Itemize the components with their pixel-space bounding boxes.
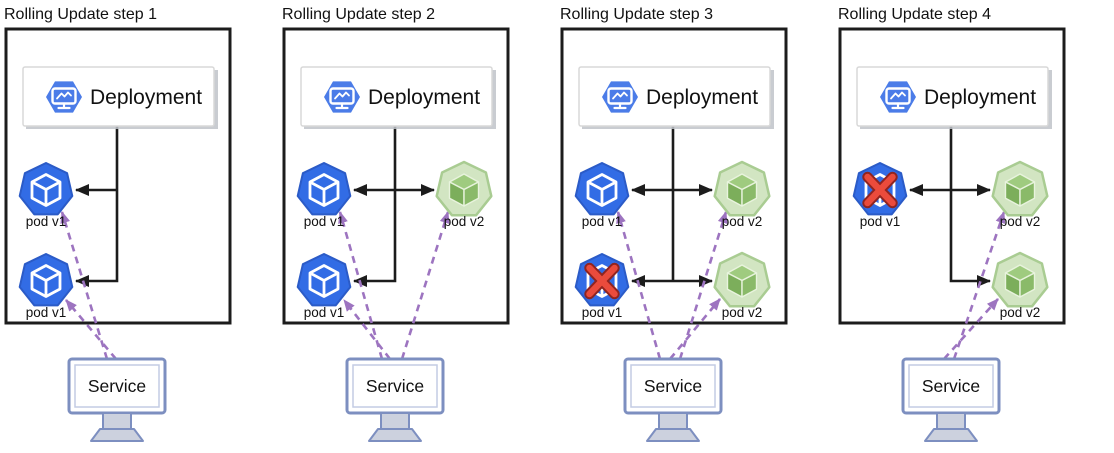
pod-label: pod v2 (722, 214, 763, 229)
service-node: Service (67, 357, 167, 442)
pod-label: pod v1 (582, 305, 623, 320)
pod-v2-icon (991, 160, 1049, 217)
deployment-label: Deployment (368, 86, 480, 109)
panel-step-3: Rolling Update step 3 Deployment pod v1 … (560, 6, 788, 442)
deployment-node: Deployment (22, 66, 218, 129)
service-label: Service (88, 376, 146, 396)
service-monitor-screen (908, 364, 994, 408)
service-to-pod-arrow (60, 211, 109, 360)
pod-v2-icon (713, 160, 771, 217)
pod-node: pod v1 (296, 252, 352, 320)
service-monitor-base (90, 428, 144, 442)
pod-node: pod v2 (991, 160, 1049, 229)
service-monitor-base (646, 428, 700, 442)
service-monitor-neck (658, 412, 688, 430)
panel-title: Rolling Update step 2 (282, 6, 435, 23)
service-label: Service (922, 376, 980, 396)
service-to-pod-arrow (338, 211, 384, 360)
service-to-pod-arrow (616, 211, 662, 360)
service-to-pod-arrow (400, 211, 450, 360)
pod-node: pod v1 (296, 161, 352, 229)
pod-label: pod v2 (1000, 305, 1041, 320)
pod-node-terminating: pod v1 (852, 161, 908, 229)
pod-label: pod v1 (26, 214, 67, 229)
service-monitor-neck (936, 412, 966, 430)
pod-node: pod v2 (435, 160, 493, 229)
deployment-node: Deployment (856, 66, 1052, 129)
service-monitor-screen (630, 364, 716, 408)
pod-node: pod v2 (991, 251, 1049, 320)
pod-node: pod v2 (713, 251, 771, 320)
pod-node: pod v2 (713, 160, 771, 229)
service-to-pod-arrow (678, 211, 728, 360)
service-label: Service (366, 376, 424, 396)
deployment-label: Deployment (646, 86, 758, 109)
panel-title: Rolling Update step 3 (560, 6, 713, 23)
pod-label: pod v2 (1000, 214, 1041, 229)
service-node: Service (623, 357, 723, 442)
deployment-node: Deployment (578, 66, 774, 129)
deployment-to-pod-arrow (949, 125, 991, 287)
panel-step-2: Rolling Update step 2 Deployment pod v1 … (282, 6, 510, 442)
pod-label: pod v2 (444, 214, 485, 229)
pod-label: pod v1 (860, 214, 901, 229)
service-monitor-neck (102, 412, 132, 430)
pod-label: pod v2 (722, 305, 763, 320)
pod-v2-icon (435, 160, 493, 217)
panel-step-1: Rolling Update step 1 Deployment pod v1 … (4, 6, 232, 442)
service-node: Service (345, 357, 445, 442)
pod-v2-icon (991, 251, 1049, 308)
pod-label: pod v1 (304, 214, 345, 229)
pod-v2-icon (713, 251, 771, 308)
deployment-label: Deployment (90, 86, 202, 109)
pod-node-terminating: pod v1 (574, 252, 630, 320)
deployment-node: Deployment (300, 66, 496, 129)
service-to-pod-arrow (943, 298, 999, 360)
panel-step-4: Rolling Update step 4 Deployment pod v1 … (838, 6, 1066, 442)
service-monitor-neck (380, 412, 410, 430)
panel-title: Rolling Update step 4 (838, 6, 991, 23)
service-to-pod-arrow (65, 299, 117, 360)
service-to-pod-arrow (952, 211, 1006, 360)
service-monitor-base (368, 428, 422, 442)
service-monitor-screen (74, 364, 160, 408)
deployment-to-pod-arrow (75, 125, 119, 287)
service-monitor-screen (352, 364, 438, 408)
pod-node: pod v1 (18, 252, 74, 320)
panel-title: Rolling Update step 1 (4, 6, 157, 23)
pod-label: pod v1 (26, 305, 67, 320)
service-node: Service (901, 357, 1001, 442)
service-to-pod-arrow (669, 298, 721, 360)
pod-label: pod v1 (304, 305, 345, 320)
service-monitor-base (924, 428, 978, 442)
service-label: Service (644, 376, 702, 396)
pod-node: pod v1 (18, 161, 74, 229)
deployment-to-pod-arrow (353, 125, 397, 287)
pod-label: pod v1 (582, 214, 623, 229)
pod-node: pod v1 (574, 161, 630, 229)
deployment-label: Deployment (924, 86, 1036, 109)
